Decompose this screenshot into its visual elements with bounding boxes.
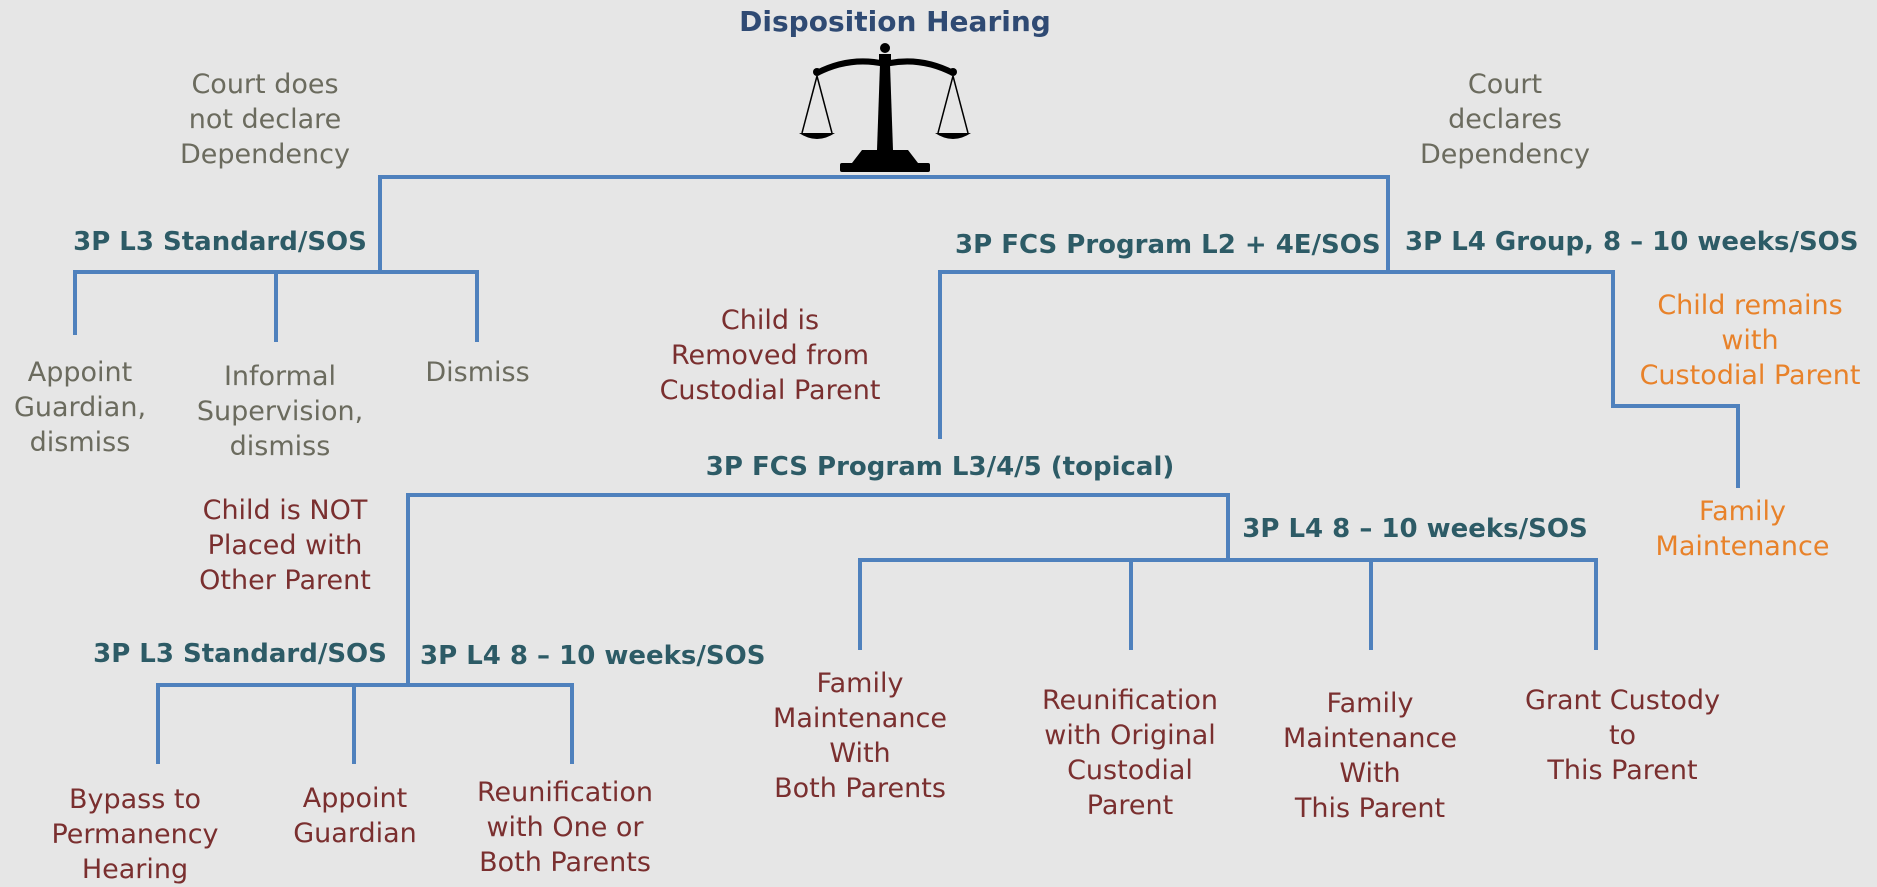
program-l3-standard-bottom: 3P L3 Standard/SOS (93, 639, 387, 669)
outcome-reunification-one-both: Reunification with One or Both Parents (476, 777, 653, 878)
outcome-fm-both-parents: Family Maintenance With Both Parents (773, 668, 947, 804)
outcome-bypass: Bypass to Permanency Hearing (51, 784, 219, 885)
outcome-dismiss: Dismiss (425, 357, 530, 388)
dependency-label: Court declares Dependency (1420, 69, 1590, 170)
scales-of-justice-icon (799, 43, 971, 172)
outcome-appoint-guardian-dismiss: Appoint Guardian, dismiss (13, 357, 147, 458)
child-removed-label: Child is Removed from Custodial Parent (659, 305, 881, 406)
program-l4-right: 3P L4 8 – 10 weeks/SOS (1242, 514, 1588, 544)
child-remains-label: Child remains with Custodial Parent (1639, 290, 1861, 391)
outcome-reunification-original: Reunification with Original Custodial Pa… (1041, 685, 1218, 821)
program-l4-group: 3P L4 Group, 8 – 10 weeks/SOS (1405, 227, 1859, 257)
outcome-family-maintenance-orange: Family Maintenance (1655, 496, 1830, 562)
page-title: Disposition Hearing (739, 5, 1051, 38)
program-l3-standard-top: 3P L3 Standard/SOS (73, 227, 367, 257)
program-l4-bottom: 3P L4 8 – 10 weeks/SOS (420, 641, 766, 671)
outcome-appoint-guardian: Appoint Guardian (293, 783, 417, 849)
no-dependency-label: Court does not declare Dependency (180, 69, 350, 170)
outcome-grant-custody: Grant Custody to This Parent (1524, 685, 1721, 786)
child-not-placed-label: Child is NOT Placed with Other Parent (199, 495, 371, 596)
program-fcs-l345: 3P FCS Program L3/4/5 (topical) (705, 452, 1175, 482)
outcome-fm-this-parent: Family Maintenance With This Parent (1283, 688, 1457, 824)
outcome-informal-supervision: Informal Supervision, dismiss (196, 361, 364, 462)
program-fcs-l2: 3P FCS Program L2 + 4E/SOS (955, 230, 1381, 260)
